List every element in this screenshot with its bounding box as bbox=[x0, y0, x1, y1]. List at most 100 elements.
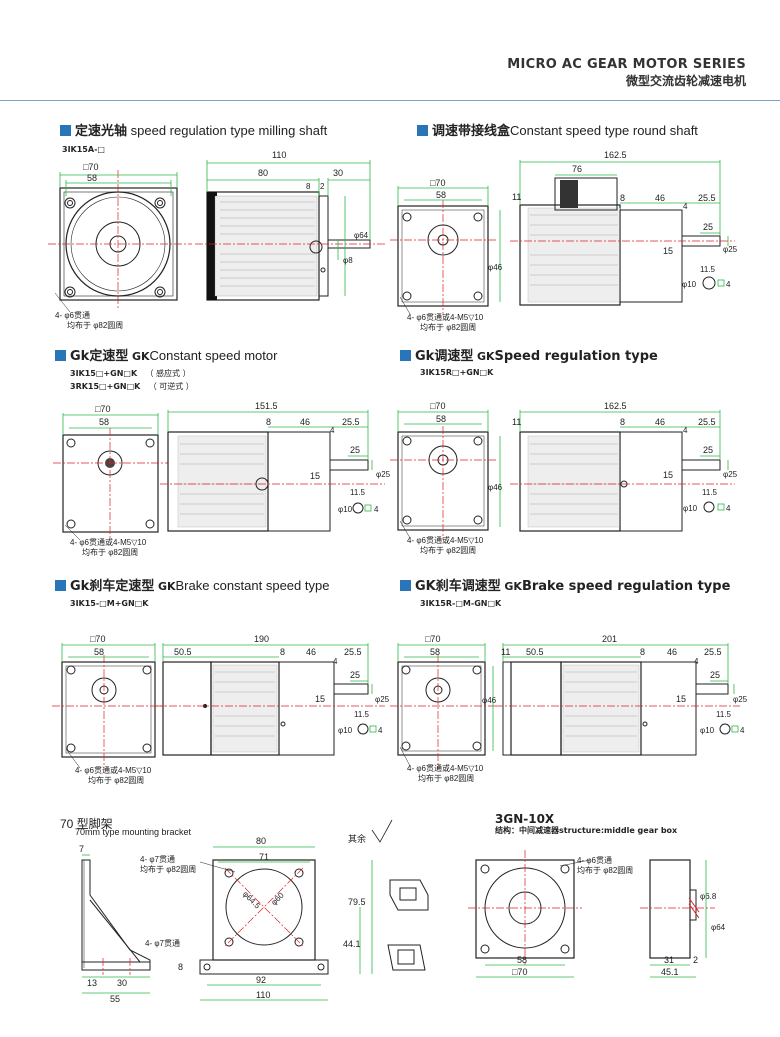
svg-text:□70: □70 bbox=[90, 634, 105, 644]
model-s6: 3IK15R-□M-GN□K bbox=[420, 599, 502, 608]
bracket-3d-icon-bottom bbox=[387, 944, 426, 971]
svg-text:φ10: φ10 bbox=[682, 280, 697, 289]
svg-text:15: 15 bbox=[315, 694, 325, 704]
svg-text:均布于 φ82圆周: 均布于 φ82圆周 bbox=[82, 547, 138, 557]
svg-text:11.5: 11.5 bbox=[350, 488, 366, 497]
svg-text:均布于 φ82圆周: 均布于 φ82圆周 bbox=[88, 775, 144, 785]
model-s5: 3IK15-□M+GN□K bbox=[70, 599, 149, 608]
svg-text:110: 110 bbox=[256, 990, 270, 1000]
svg-text:11: 11 bbox=[501, 647, 510, 657]
svg-text:30: 30 bbox=[333, 168, 343, 178]
svg-text:8: 8 bbox=[620, 417, 625, 427]
svg-text:11.5: 11.5 bbox=[702, 488, 718, 497]
svg-text:50.5: 50.5 bbox=[174, 647, 192, 657]
svg-text:均布于 φ82圆周: 均布于 φ82圆周 bbox=[577, 865, 633, 875]
svg-text:φ25: φ25 bbox=[375, 695, 390, 704]
model-s4: 3IK15R□+GN□K bbox=[420, 368, 494, 377]
bracket-3d-icon-top bbox=[389, 879, 429, 911]
svg-text:25.5: 25.5 bbox=[704, 647, 722, 657]
svg-text:φ46: φ46 bbox=[488, 263, 503, 272]
svg-text:4- φ6贯通或4-M5▽10: 4- φ6贯通或4-M5▽10 bbox=[407, 312, 484, 322]
svg-text:11.5: 11.5 bbox=[700, 265, 716, 274]
svg-text:25.5: 25.5 bbox=[342, 417, 360, 427]
svg-text:均布于 φ82圆周: 均布于 φ82圆周 bbox=[67, 320, 123, 330]
svg-text:46: 46 bbox=[667, 647, 677, 657]
svg-text:13: 13 bbox=[87, 978, 97, 988]
heading-s8: 3GN-10X bbox=[495, 812, 555, 826]
svg-text:8: 8 bbox=[280, 647, 285, 657]
svg-text:均布于 φ82圆周: 均布于 φ82圆周 bbox=[140, 864, 196, 874]
svg-text:φ46: φ46 bbox=[488, 483, 503, 492]
series-title-cn: 微型交流齿轮减速电机 bbox=[625, 74, 746, 88]
svg-text:8: 8 bbox=[620, 193, 625, 203]
svg-text:φ46: φ46 bbox=[482, 696, 497, 705]
svg-text:55: 55 bbox=[110, 994, 120, 1004]
model-s3-a: 3IK15□+GN□K （ 感应式 ） bbox=[70, 369, 191, 378]
svg-text:76: 76 bbox=[572, 164, 582, 174]
heading-s8-sub: 结构：中间减速器structure:middle gear box bbox=[495, 826, 678, 835]
svg-text:4- φ6贯通或4-M5▽10: 4- φ6贯通或4-M5▽10 bbox=[75, 765, 152, 775]
svg-text:80: 80 bbox=[258, 168, 268, 178]
svg-text:31: 31 bbox=[664, 955, 674, 965]
header-rule bbox=[0, 100, 780, 101]
svg-text:45.1: 45.1 bbox=[661, 967, 679, 977]
svg-text:φ25: φ25 bbox=[733, 695, 748, 704]
svg-text:φ25: φ25 bbox=[376, 470, 391, 479]
svg-text:80: 80 bbox=[256, 836, 266, 846]
svg-text:4- φ6贯通或4-M5▽10: 4- φ6贯通或4-M5▽10 bbox=[407, 535, 484, 545]
svg-text:均布于 φ82圆周: 均布于 φ82圆周 bbox=[418, 773, 474, 783]
svg-text:□70: □70 bbox=[95, 404, 110, 414]
svg-text:φ10: φ10 bbox=[683, 504, 698, 513]
svg-text:8: 8 bbox=[306, 182, 311, 191]
svg-text:8: 8 bbox=[640, 647, 645, 657]
svg-text:71: 71 bbox=[259, 852, 269, 862]
heading-s7: 70 型脚架 bbox=[60, 817, 113, 831]
square-icon bbox=[417, 125, 428, 136]
svg-text:φ8: φ8 bbox=[343, 256, 353, 265]
svg-text:4: 4 bbox=[333, 657, 338, 666]
svg-text:4: 4 bbox=[726, 280, 731, 289]
series-title-en: MICRO AC GEAR MOTOR SERIES bbox=[507, 57, 746, 72]
svg-text:30: 30 bbox=[117, 978, 127, 988]
svg-text:4: 4 bbox=[726, 504, 731, 513]
svg-text:φ10: φ10 bbox=[700, 726, 715, 735]
svg-text:58: 58 bbox=[87, 173, 97, 183]
svg-text:15: 15 bbox=[310, 471, 320, 481]
svg-text:4- φ6贯通: 4- φ6贯通 bbox=[55, 310, 90, 320]
svg-text:11.5: 11.5 bbox=[716, 710, 732, 719]
svg-text:φ25: φ25 bbox=[723, 245, 738, 254]
svg-text:11: 11 bbox=[512, 417, 521, 427]
svg-text:4: 4 bbox=[740, 726, 745, 735]
svg-text:190: 190 bbox=[254, 634, 269, 644]
svg-text:φ10: φ10 bbox=[338, 726, 353, 735]
heading-s1: 定速光轴 speed regulation type milling shaft bbox=[60, 120, 327, 139]
svg-text:4- φ7贯通: 4- φ7贯通 bbox=[140, 854, 175, 864]
svg-text:φ25: φ25 bbox=[723, 470, 738, 479]
svg-text:162.5: 162.5 bbox=[604, 150, 627, 160]
svg-text:φ64: φ64 bbox=[354, 231, 369, 240]
svg-text:25.5: 25.5 bbox=[698, 193, 716, 203]
svg-text:4- φ6贯通或4-M5▽10: 4- φ6贯通或4-M5▽10 bbox=[70, 537, 147, 547]
svg-text:25: 25 bbox=[350, 445, 360, 455]
svg-text:11.5: 11.5 bbox=[354, 710, 370, 719]
svg-text:58: 58 bbox=[99, 417, 109, 427]
model-s1: 3IK15A-□ bbox=[62, 145, 105, 154]
svg-text:58: 58 bbox=[436, 190, 446, 200]
svg-text:92: 92 bbox=[256, 975, 266, 985]
svg-text:25.5: 25.5 bbox=[344, 647, 362, 657]
svg-text:8: 8 bbox=[266, 417, 271, 427]
svg-text:4: 4 bbox=[374, 505, 379, 514]
svg-text:4: 4 bbox=[330, 426, 335, 435]
svg-text:4- φ7贯通: 4- φ7贯通 bbox=[145, 938, 180, 948]
svg-text:25: 25 bbox=[703, 222, 713, 232]
svg-text:φ10: φ10 bbox=[338, 505, 353, 514]
svg-text:15: 15 bbox=[663, 470, 673, 480]
svg-text:46: 46 bbox=[655, 193, 665, 203]
svg-text:□70: □70 bbox=[425, 634, 440, 644]
heading-s3: Gk定速型 GKConstant speed motor bbox=[55, 345, 277, 364]
